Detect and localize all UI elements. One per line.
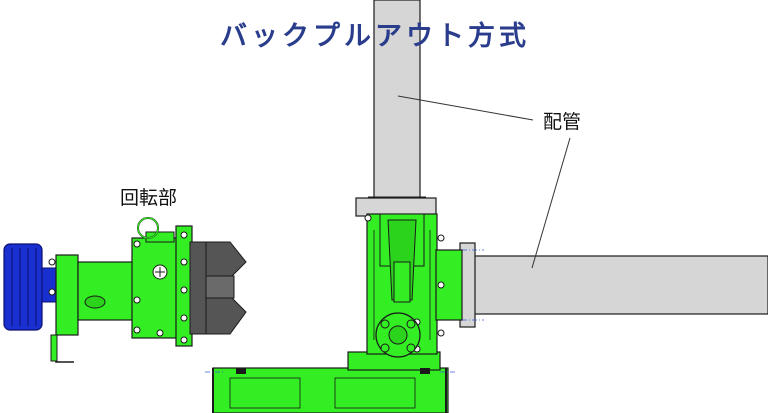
motor-housing	[48, 254, 137, 363]
drive-pulley	[3, 243, 57, 331]
hand-wheel	[375, 312, 421, 358]
leader-lines	[397, 95, 571, 269]
rotating-head	[131, 217, 193, 347]
base-frame	[205, 351, 455, 413]
cutter-head	[189, 241, 247, 335]
pipe-flange-top	[355, 197, 437, 217]
horizontal-pipe	[473, 255, 768, 315]
page-title: バックプルアウト方式	[220, 21, 530, 52]
rotating-part-label: 回転部	[120, 187, 178, 209]
pipe-label: 配管	[543, 111, 582, 133]
